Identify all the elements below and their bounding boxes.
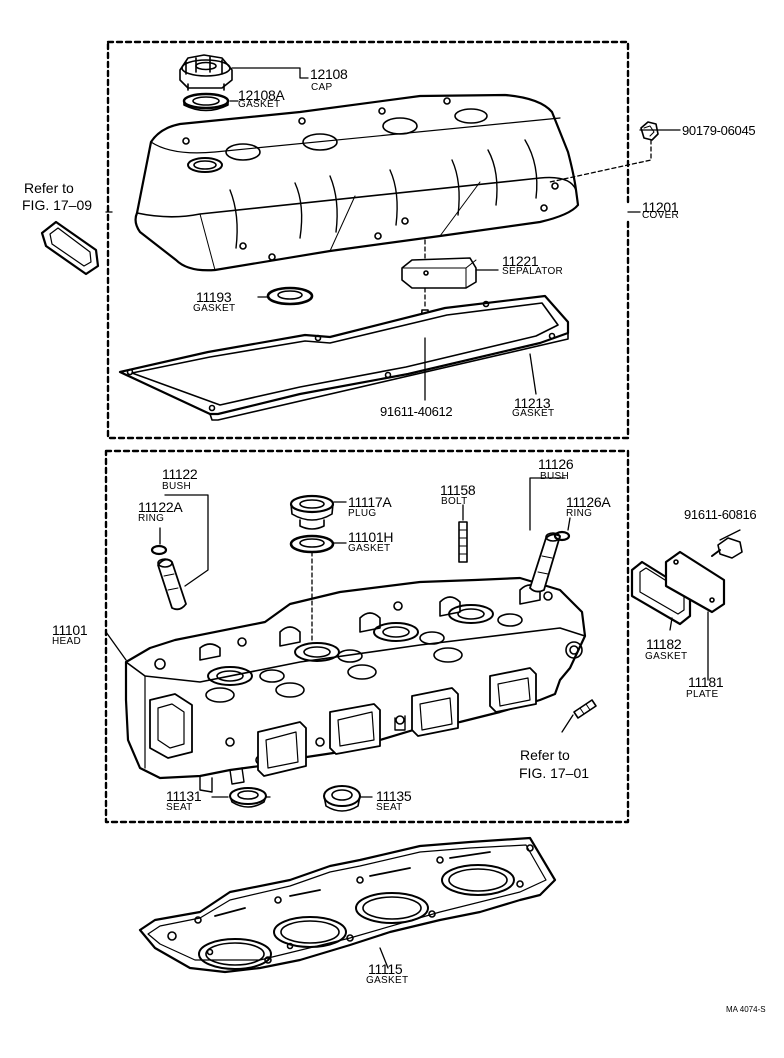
seat-11131-part-number: 11131 [166,788,202,804]
plug-11117a-part-number: 11117A [348,494,392,510]
cap-part-number: 12108 [310,66,348,82]
gasket-11193-part-name: GASKET [193,303,236,314]
cover-group-box [108,42,628,438]
separator-part-name: SEPALATOR [502,266,564,277]
bush-11122-part-name: BUSH [162,481,191,492]
bolt-90179-part-number: 90179-06045 [682,123,756,138]
cap-part-name: CAP [311,82,333,93]
head-part-name: HEAD [52,636,81,647]
bolt-90179-drawing [641,122,658,140]
bolt-11158-part-name: BOLT [441,496,468,507]
cap-gasket-part-name: GASKET [238,99,281,110]
gasket-11193-part-number: 11193 [196,289,232,305]
plate-gasket-11182-part-number: 11182 [646,636,682,652]
plate-gasket-11182-part-name: GASKET [645,651,688,662]
oil-cap-drawing [180,55,232,90]
head-cover-drawing [136,95,578,270]
drawing-code: MA 4074-S [726,1005,766,1014]
refer-to-label-left: Refer to [24,180,74,196]
seat-11135-drawing [324,786,360,811]
ring-11122a-drawing [152,546,166,554]
gasket-11101h-drawing [291,536,333,552]
bolt-11158-drawing [459,522,467,562]
cap-gasket-drawing [184,94,228,111]
seat-11135-part-number: 11135 [376,788,412,804]
plate-11181-part-number: 11181 [688,674,724,690]
plug-11117a-part-name: PLUG [348,508,377,519]
seat-11135-part-name: SEAT [376,802,403,813]
head-part-number: 11101 [52,622,88,638]
bush-11126-drawing [530,533,560,592]
plate-11181-part-name: PLATE [686,689,719,700]
ring-11122a-part-number: 11122A [138,499,183,515]
bolt-11158-part-number: 11158 [440,482,476,498]
gasket-11213-part-name: GASKET [512,408,555,419]
fig-17-09-label: FIG. 17–09 [22,197,93,213]
gasket-11193-drawing [268,288,312,304]
plate-11181-drawing [666,552,724,612]
plug-11117a-drawing [291,496,333,529]
ring-11126a-drawing [555,532,569,540]
ring-11122a-part-name: RING [138,513,165,524]
plate-gasket-11182-drawing [632,562,690,624]
cover-part-number: 11201 [642,199,679,215]
bush-11122-part-number: 11122 [162,466,198,482]
head-gasket-11115-part-number: 11115 [368,961,403,977]
head-leaders [106,478,740,797]
screw-91611-60816-part-number: 91611-60816 [684,507,757,522]
cylinder-head-drawing [126,578,585,792]
gasket-11101h-part-name: GASKET [348,543,391,554]
head-gasket-11115-part-name: GASKET [366,975,409,986]
screw-91611-60816-drawing [712,538,742,558]
fig-17-01-label: FIG. 17–01 [519,765,590,781]
head-group-box [106,451,628,822]
head-gasket-11115-drawing [140,838,555,972]
seat-11131-drawing [230,788,266,807]
ring-11126a-part-name: RING [566,508,593,519]
cover-part-name: COVER [642,210,680,221]
ring-11126a-part-number: 11126A [566,494,611,510]
gasket-11101h-part-number: 11101H [348,529,394,545]
seat-11131-part-name: SEAT [166,802,193,813]
bush-11122-drawing [158,559,186,609]
cap-gasket-part-number: 12108A [238,87,285,103]
bush-11126-part-number: 11126 [538,456,574,472]
cover-leaders [106,68,680,400]
bush-11126-part-name: BUSH [540,471,569,482]
separator-part-number: 11221 [502,253,539,269]
gasket-11213-part-number: 11213 [514,395,551,411]
stud-1701-drawing [574,700,596,718]
fig1709-gasket-drawing [42,222,98,274]
gasket-11213-drawing [120,296,568,420]
refer-to-label-right: Refer to [520,747,570,763]
stud-91611-40612-part-number: 91611-40612 [380,404,453,419]
separator-drawing [402,258,476,288]
